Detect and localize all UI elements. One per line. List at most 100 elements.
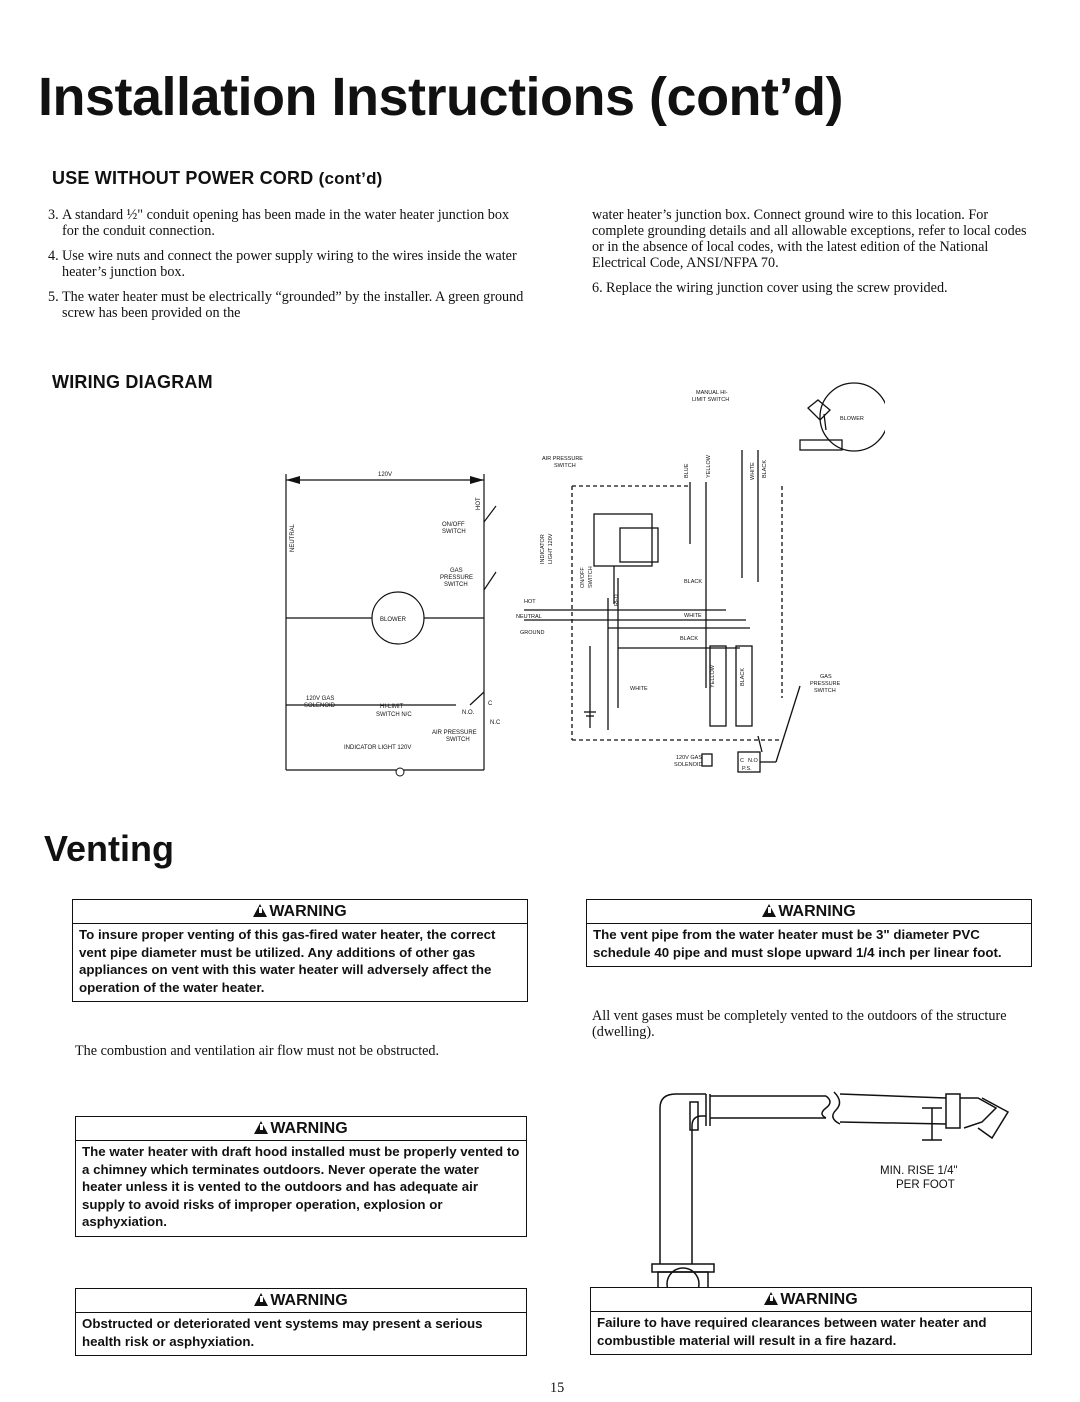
warning-title: WARNING [269,903,347,920]
instruction-item-6: Replace the wiring junction cover using … [606,280,948,296]
label-indicator: INDICATOR [540,534,546,564]
label-onoff-switch: SWITCH [588,566,594,588]
warning-header: WARNING [76,1117,526,1141]
label-air-pressure: AIR PRESSURE [432,730,477,736]
label-white: WHITE [750,462,756,480]
label-hot: HOT [476,497,482,510]
label-onoff: ON/OFF [580,567,586,588]
instruction-item-5: The water heater must be electrically “g… [62,289,524,321]
label-gas-switch: SWITCH [444,582,468,588]
label-onoff: ON/OFF [442,522,465,528]
instruction-item-5-continued: water heater’s junction box. Connect gro… [592,207,1027,271]
label-white-2: WHITE [630,686,648,692]
label-air-switch: SWITCH [446,737,470,743]
label-ps: P.S. [742,766,752,772]
label-no: N.O. [462,710,475,716]
blower-symbol [371,591,425,645]
section-heading: USE WITHOUT POWER CORD (cont’d) [52,168,383,189]
item-number: 3. [48,207,59,223]
label-black: BLACK [762,460,768,478]
page-title: Installation Instructions (cont’d) [38,67,844,127]
label-solenoid-2: SOLENOID [304,703,336,709]
label-gas-pressure: PRESSURE [440,575,473,581]
warning-box-3: WARNING The water heater with draft hood… [75,1116,527,1237]
label-no: N.O [748,758,759,764]
label-solenoid: 120V GAS [306,696,334,702]
warning-header: WARNING [591,1288,1031,1312]
warning-title: WARNING [270,1292,348,1309]
warning-icon [254,1293,269,1306]
label-yellow-2: YELLOW [710,664,716,688]
warning-header: WARNING [73,900,527,924]
warning-text: To insure proper venting of this gas-fir… [79,927,496,995]
section-heading-suffix: (cont’d) [318,169,383,188]
warning-header: WARNING [587,900,1031,924]
warning-icon [762,904,777,917]
warning-text: Failure to have required clearances betw… [597,1315,987,1348]
label-hi-limit: HI-LIMIT [380,704,404,710]
label-black-2: BLACK [740,668,746,686]
label-blower: BLOWER [380,617,407,623]
label-120v: 120V [378,472,392,478]
vent-gases-note: All vent gases must be completely vented… [592,1008,1007,1040]
wiring-diagram-heading: WIRING DIAGRAM [52,372,213,392]
label-manual-hi: MANUAL HI- [696,390,728,396]
label-red: RED [614,594,620,606]
label-white-wire: WHITE [684,613,702,619]
label-ground: GROUND [520,630,544,636]
label-c: C [488,701,493,707]
wiring-pictorial: MANUAL HI- LIMIT SWITCH BLOWER AIR PRESS… [516,382,885,773]
vent-pipe-diagram: MIN. RISE 1/4" PER FOOT [651,1091,1010,1302]
warning-header: WARNING [76,1289,526,1313]
label-limit-switch: LIMIT SWITCH [692,397,729,403]
item-number: 5. [48,289,59,305]
warning-icon [764,1292,779,1305]
label-gas-pressure: PRESSURE [810,681,841,687]
label-neutral: NEUTRAL [516,614,542,620]
label-air-switch: SWITCH [554,463,576,469]
label-hi-limit-switch: SWITCH N/C [376,712,412,718]
label-gas: GAS [820,674,832,680]
warning-box-2: WARNING The vent pipe from the water hea… [586,899,1032,967]
section-heading-main: USE WITHOUT POWER CORD [52,168,314,188]
warning-icon [253,904,268,917]
label-black-wire-2: BLACK [680,636,698,642]
indicator-light-symbol [395,767,405,777]
instruction-item-4: Use wire nuts and connect the power supp… [62,248,517,280]
warning-title: WARNING [270,1120,348,1137]
item-number: 4. [48,248,59,264]
warning-title: WARNING [778,903,856,920]
warning-text: The vent pipe from the water heater must… [593,927,1002,960]
warning-icon [254,1121,269,1134]
label-solenoid-2: SOLENOID [674,762,702,768]
label-light-120v: LIGHT 120V [548,533,554,564]
label-hot: HOT [524,599,536,605]
label-onoff-switch: SWITCH [442,529,466,535]
airflow-note: The combustion and ventilation air flow … [75,1043,440,1059]
instructions-right: water heater’s junction box. Connect gro… [592,207,1032,305]
label-blue: BLUE [684,463,690,478]
warning-text: Obstructed or deteriorated vent systems … [82,1316,483,1349]
venting-heading: Venting [44,828,175,869]
warning-box-1: WARNING To insure proper venting of this… [72,899,528,1002]
label-blower: BLOWER [840,416,864,422]
per-foot-label: PER FOOT [896,1179,955,1191]
wiring-schematic: 120V NEUTRAL HOT ON/OFF SWITCH GAS PRESS… [285,472,501,777]
label-air-pressure: AIR PRESSURE [542,456,583,462]
label-solenoid: 120V GAS [676,755,702,761]
page-number: 15 [550,1380,565,1396]
warning-title: WARNING [780,1291,858,1308]
instruction-item-3: A standard ½" conduit opening has been m… [62,207,510,239]
label-gas-switch: SWITCH [814,688,836,694]
label-yellow: YELLOW [706,454,712,478]
warning-text: The water heater with draft hood install… [82,1144,520,1229]
label-gas: GAS [450,568,463,574]
item-number: 6. [592,280,603,296]
label-neutral: NEUTRAL [290,523,296,552]
instructions-left: 3.A standard ½" conduit opening has been… [48,207,524,330]
label-black-wire: BLACK [684,579,702,585]
label-nc: N.C [490,720,501,726]
label-indicator-light: INDICATOR LIGHT 120V [344,745,411,751]
min-rise-label: MIN. RISE 1/4" [880,1165,958,1177]
warning-box-4: WARNING Obstructed or deteriorated vent … [75,1288,527,1356]
